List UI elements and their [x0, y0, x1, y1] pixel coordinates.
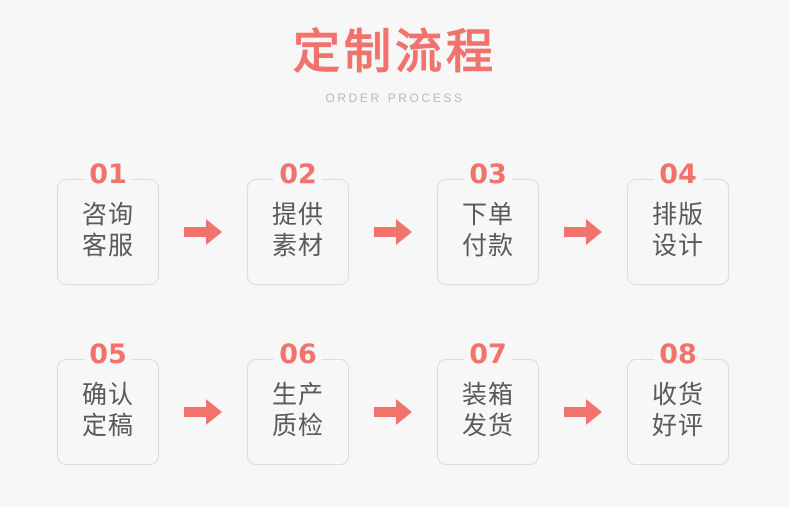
process-step-07[interactable]: 07 装箱 发货: [437, 341, 539, 465]
arrow-right-icon: [349, 359, 437, 465]
step-number: 04: [659, 159, 697, 190]
arrow-right-icon: [159, 179, 247, 285]
step-label: 收货 好评: [651, 380, 704, 440]
arrow-right-icon: [539, 359, 627, 465]
step-number: 01: [89, 159, 127, 190]
step-card-notch: [464, 358, 512, 361]
step-number: 05: [89, 339, 127, 370]
step-card-notch: [654, 358, 702, 361]
step-number: 02: [279, 159, 317, 190]
step-card-notch: [84, 178, 132, 181]
arrow-right-icon: [159, 359, 247, 465]
step-card-notch: [464, 178, 512, 181]
step-card-notch: [274, 178, 322, 181]
arrow-right-icon: [539, 179, 627, 285]
step-number: 07: [469, 339, 507, 370]
process-step-01[interactable]: 01 咨询 客服: [57, 161, 159, 285]
process-step-05[interactable]: 05 确认 定稿: [57, 341, 159, 465]
step-label: 咨询 客服: [81, 200, 134, 260]
step-card-notch: [274, 358, 322, 361]
step-label: 装箱 发货: [461, 380, 514, 440]
step-label: 提供 素材: [271, 200, 324, 260]
step-label: 生产 质检: [271, 380, 324, 440]
step-card-notch: [654, 178, 702, 181]
page-title: 定制流程: [293, 25, 497, 80]
step-label: 确认 定稿: [81, 380, 134, 440]
process-step-03[interactable]: 03 下单 付款: [437, 161, 539, 285]
step-label: 排版 设计: [651, 200, 704, 260]
page-header: 定制流程 ORDER PROCESS: [0, 25, 790, 106]
process-step-04[interactable]: 04 排版 设计: [627, 161, 729, 285]
step-number: 06: [279, 339, 317, 370]
process-row-1: 01 咨询 客服 02 提供 素材 03 下单 付款: [57, 161, 733, 285]
arrow-right-icon: [349, 179, 437, 285]
process-step-02[interactable]: 02 提供 素材: [247, 161, 349, 285]
process-row-2: 05 确认 定稿 06 生产 质检 07 装箱 发货: [57, 341, 733, 465]
step-card-notch: [84, 358, 132, 361]
page-subtitle: ORDER PROCESS: [325, 91, 465, 106]
step-number: 08: [659, 339, 697, 370]
process-step-08[interactable]: 08 收货 好评: [627, 341, 729, 465]
process-step-06[interactable]: 06 生产 质检: [247, 341, 349, 465]
step-number: 03: [469, 159, 507, 190]
step-label: 下单 付款: [461, 200, 514, 260]
